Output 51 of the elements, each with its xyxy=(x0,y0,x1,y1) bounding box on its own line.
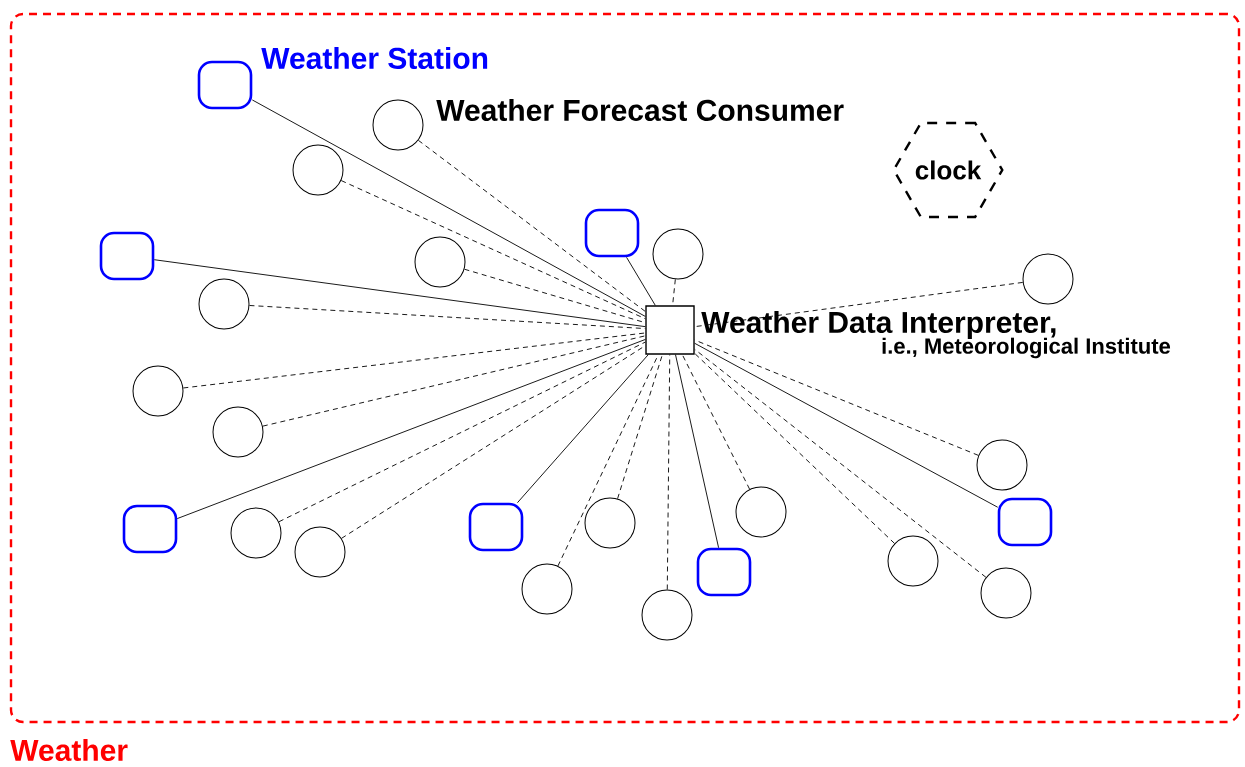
node-circle xyxy=(1022,253,1074,305)
node-circle xyxy=(212,406,264,458)
connector-line xyxy=(517,354,649,504)
dashed-hexagon: clock xyxy=(892,121,1004,219)
station-box xyxy=(99,231,155,281)
node-circle xyxy=(230,507,282,559)
station-box xyxy=(197,60,253,110)
station-box xyxy=(468,502,524,552)
node-circle xyxy=(132,365,184,417)
node-circle xyxy=(887,535,939,587)
node-circle xyxy=(735,486,787,538)
connector-line xyxy=(251,99,646,317)
connector-line xyxy=(153,259,646,328)
dashed-line xyxy=(417,139,646,312)
dashed-line xyxy=(617,354,663,500)
node-label: i.e., Meteorological Institute xyxy=(882,337,1171,359)
dashed-line xyxy=(262,335,646,427)
connector-line xyxy=(675,354,720,549)
connector-line xyxy=(694,342,999,508)
dashed-line xyxy=(681,354,751,490)
connector-line xyxy=(626,256,656,306)
frame-title: Weather xyxy=(10,739,128,761)
dashed-line xyxy=(694,348,987,578)
node-circle xyxy=(372,99,424,151)
station-box xyxy=(122,504,178,554)
station-box xyxy=(584,208,640,258)
dashed-line xyxy=(278,341,646,523)
square-box xyxy=(645,305,695,355)
dashed-line xyxy=(694,352,895,544)
dashed-line xyxy=(694,339,979,456)
dashed-line xyxy=(666,354,671,590)
dashed-frame xyxy=(9,12,1241,724)
node-circle xyxy=(652,228,704,280)
dashed-line xyxy=(341,345,646,539)
node-circle xyxy=(292,144,344,196)
node-circle xyxy=(584,497,636,549)
node-circle xyxy=(976,439,1028,491)
node-label: Weather Forecast Consumer xyxy=(436,99,844,121)
node-circle xyxy=(521,563,573,615)
node-circle xyxy=(294,526,346,578)
node-circle xyxy=(641,589,693,641)
station-box xyxy=(696,547,752,597)
node-circle xyxy=(414,236,466,288)
station-box xyxy=(997,497,1053,547)
node-circle xyxy=(198,278,250,330)
dashed-line xyxy=(557,354,659,567)
node-label: Weather Station xyxy=(261,47,488,69)
dashed-line xyxy=(249,305,646,329)
node-circle xyxy=(980,567,1032,619)
connector-line xyxy=(176,339,646,520)
dashed-line xyxy=(340,180,646,320)
